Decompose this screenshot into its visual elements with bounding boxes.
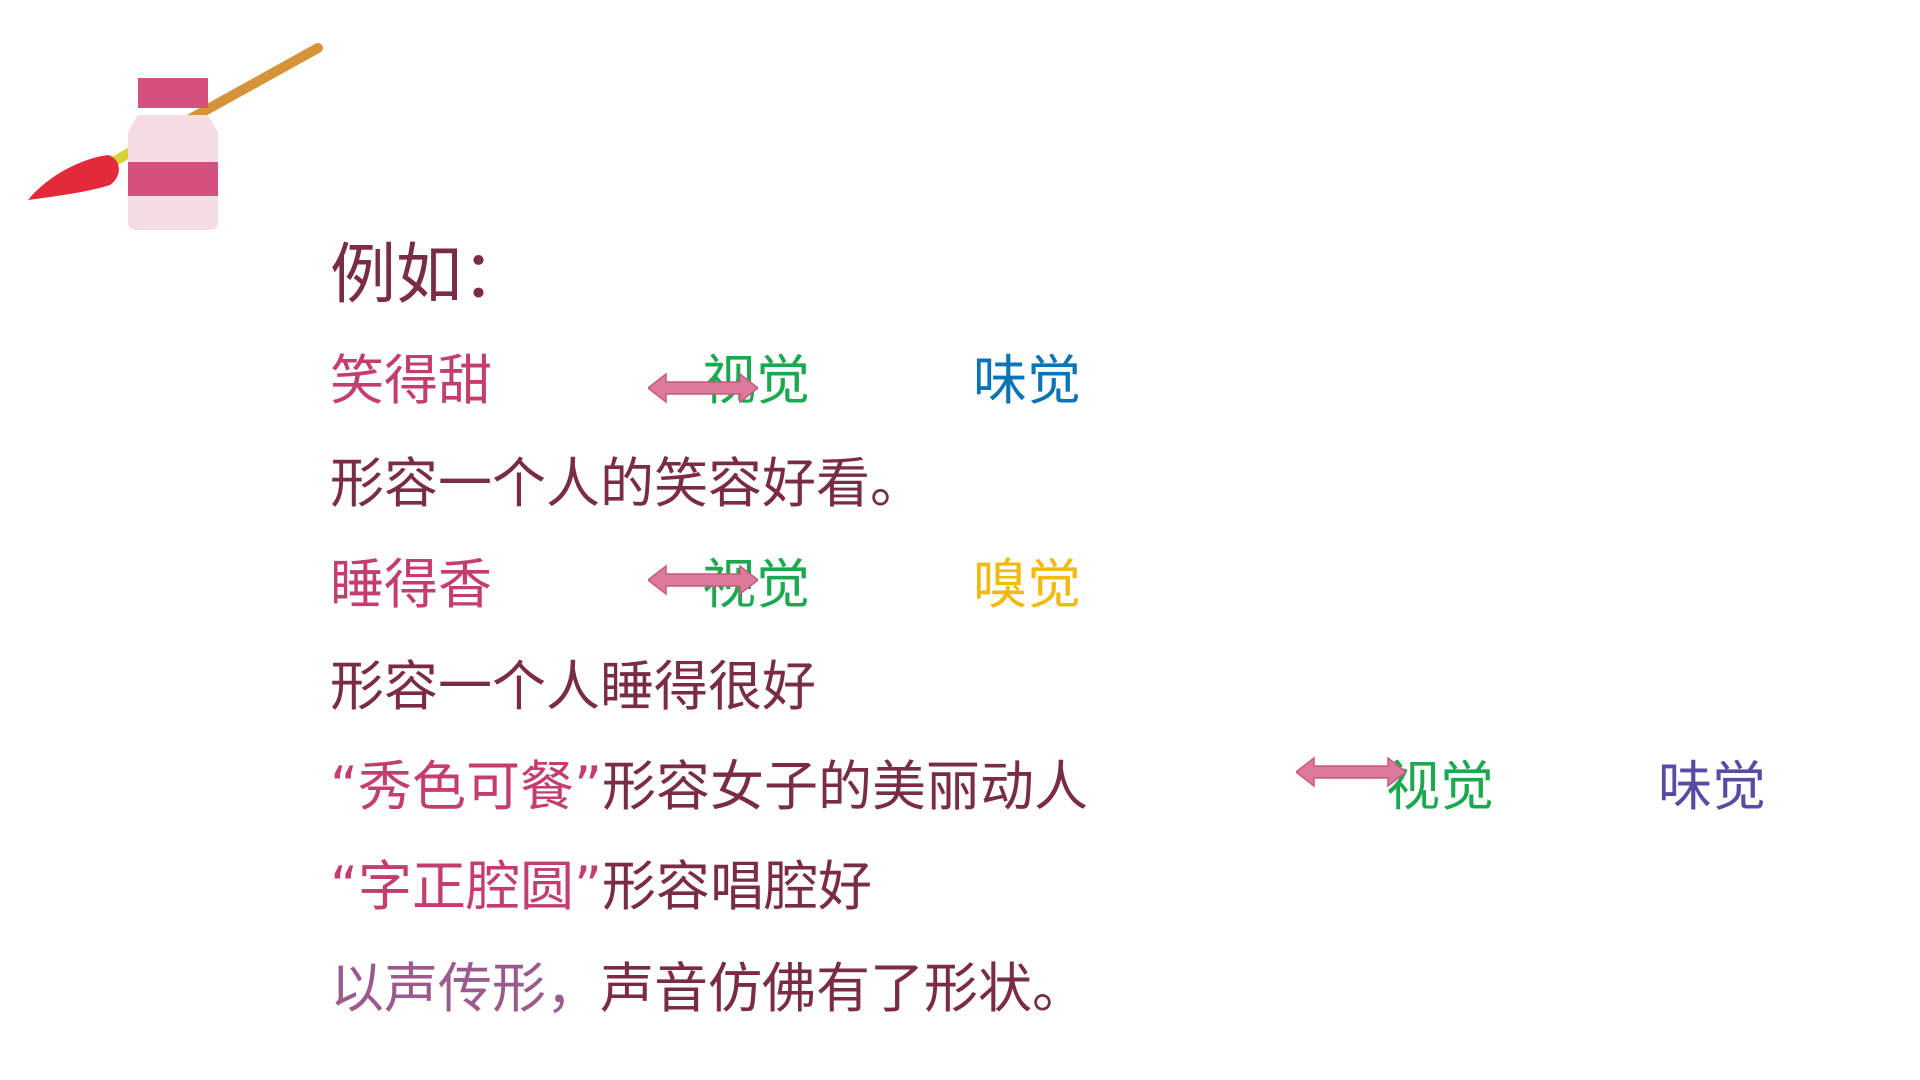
sense-taste-3: 味觉 <box>1658 755 1766 818</box>
double-arrow-icon <box>648 564 758 596</box>
phrase-sleep-sound: 睡得香 <box>330 553 492 616</box>
conclusion-lead: 以声传形， <box>330 957 600 1020</box>
sense-sight-1: 视觉 <box>702 349 810 412</box>
conclusion-line: 以声传形，声音仿佛有了形状。 <box>330 962 1086 1016</box>
sense-sight-3: 视觉 <box>1386 755 1494 818</box>
sense-taste-1: 味觉 <box>973 349 1081 412</box>
explanation-beauty: 形容女子的美丽动人 <box>601 755 1088 818</box>
phrase-smile-sweet: 笑得甜 <box>330 349 492 412</box>
line-idiom-beauty: “秀色可餐”形容女子的美丽动人 <box>330 760 1088 814</box>
double-arrow-icon <box>1296 756 1406 788</box>
ink-bottle-brush-icon <box>28 43 323 230</box>
idiom-voice: “字正腔圆” <box>330 855 602 918</box>
sense-smell-2: 嗅觉 <box>973 553 1081 616</box>
line-idiom-voice: “字正腔圆”形容唱腔好 <box>330 860 872 914</box>
explanation-sleep: 形容一个人睡得很好 <box>330 655 816 718</box>
explanation-smile: 形容一个人的笑容好看。 <box>330 452 924 515</box>
heading: 例如： <box>330 236 528 313</box>
double-arrow-icon <box>648 372 758 404</box>
explanation-voice: 形容唱腔好 <box>601 855 872 918</box>
idiom-beauty: “秀色可餐” <box>330 755 602 818</box>
conclusion-rest: 声音仿佛有了形状。 <box>600 957 1086 1020</box>
